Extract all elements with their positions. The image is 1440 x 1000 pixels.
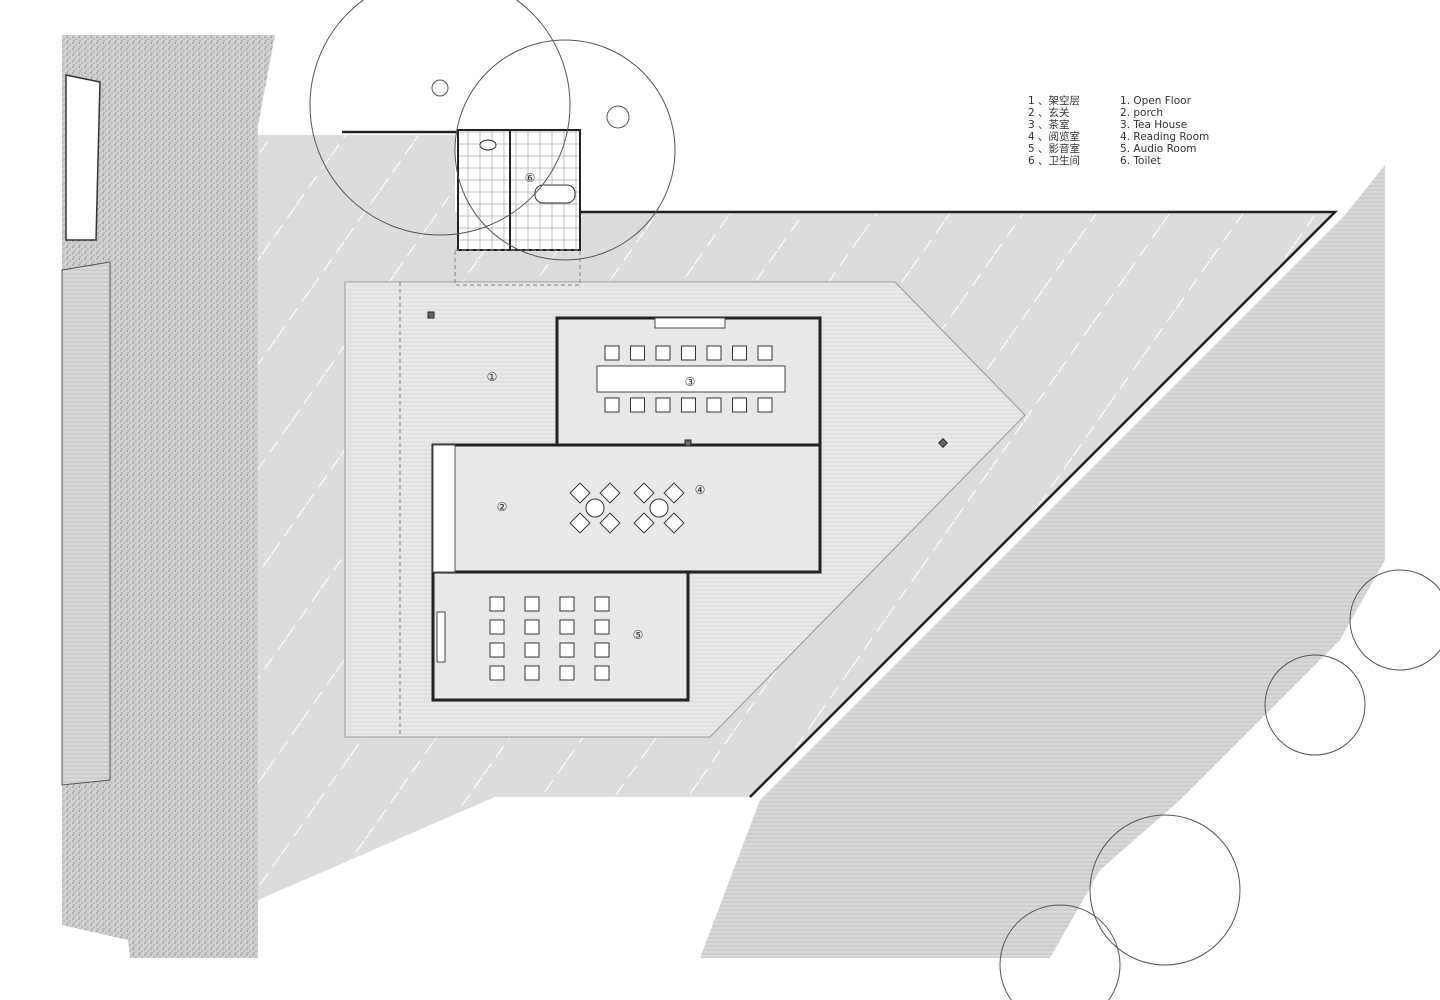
legend-item: 2. porch xyxy=(1120,107,1163,119)
site-edge-wall xyxy=(580,210,1339,798)
marker-open-floor: ① xyxy=(487,370,498,384)
legend-item: 3. Tea House xyxy=(1120,119,1188,131)
chair xyxy=(594,596,610,612)
tea-table xyxy=(596,365,786,393)
chair xyxy=(559,619,575,635)
chair xyxy=(594,665,610,681)
marker-reading-room: ④ xyxy=(695,483,706,497)
chair xyxy=(489,596,505,612)
chair xyxy=(524,665,540,681)
chair xyxy=(569,512,591,534)
chair xyxy=(630,345,645,361)
chair xyxy=(757,397,773,413)
chair xyxy=(732,345,747,361)
chair xyxy=(524,596,540,612)
chair xyxy=(489,642,505,658)
chair xyxy=(655,345,671,361)
room-markers: ① ② ③ ④ ⑤ ⑥ xyxy=(487,171,706,642)
road-area xyxy=(62,35,275,958)
chair xyxy=(594,642,610,658)
legend: 1 、架空层 2 、玄关 3 、茶室 4 、阅览室 5 、影音室 6 、卫生间 … xyxy=(1028,95,1209,167)
chair xyxy=(633,512,655,534)
furniture xyxy=(489,345,773,681)
chair xyxy=(569,482,591,504)
chair xyxy=(706,397,722,413)
legend-item: 6 、卫生间 xyxy=(1028,155,1081,167)
legend-item: 4 、阅览室 xyxy=(1028,131,1081,143)
legend-item: 1. Open Floor xyxy=(1120,95,1191,107)
chair xyxy=(559,642,575,658)
water-area xyxy=(700,165,1385,958)
marker-toilet: ⑥ xyxy=(525,171,536,185)
chair xyxy=(604,345,620,361)
chair xyxy=(489,665,505,681)
round-table xyxy=(585,498,605,518)
legend-item: 4. Reading Room xyxy=(1120,131,1210,143)
legend-item: 5. Audio Room xyxy=(1120,143,1197,155)
chair xyxy=(604,397,620,413)
trees xyxy=(309,0,1440,1000)
audio-room xyxy=(431,570,690,702)
marker-porch: ② xyxy=(497,500,508,514)
chair xyxy=(706,345,722,361)
chair xyxy=(633,482,655,504)
toilet-block xyxy=(454,129,581,286)
chair xyxy=(599,482,621,504)
chair xyxy=(489,619,505,635)
neighbor-building xyxy=(61,74,111,786)
chair xyxy=(599,512,621,534)
legend-item: 3 、茶室 xyxy=(1028,119,1070,131)
chair xyxy=(524,619,540,635)
chair xyxy=(524,642,540,658)
chair xyxy=(663,482,685,504)
chair xyxy=(594,619,610,635)
round-table xyxy=(649,498,669,518)
legend-chinese: 1 、架空层 2 、玄关 3 、茶室 4 、阅览室 5 、影音室 6 、卫生间 xyxy=(1028,95,1080,167)
chair xyxy=(559,665,575,681)
chair xyxy=(655,397,671,413)
chair xyxy=(663,512,685,534)
chair xyxy=(630,397,645,413)
chair xyxy=(559,596,575,612)
legend-item: 2 、玄关 xyxy=(1028,107,1070,119)
legend-item: 1 、架空层 xyxy=(1028,95,1081,107)
chair xyxy=(681,345,696,361)
chair xyxy=(757,345,773,361)
chair xyxy=(732,397,747,413)
legend-item: 5 、影音室 xyxy=(1028,143,1081,155)
legend-item: 6. Toilet xyxy=(1120,155,1161,167)
reading-room xyxy=(431,443,822,574)
legend-english: 1. Open Floor 2. porch 3. Tea House 4. R… xyxy=(1120,95,1209,167)
marker-tea-house: ③ xyxy=(685,375,696,389)
marker-audio-room: ⑤ xyxy=(633,628,644,642)
chair xyxy=(681,397,696,413)
